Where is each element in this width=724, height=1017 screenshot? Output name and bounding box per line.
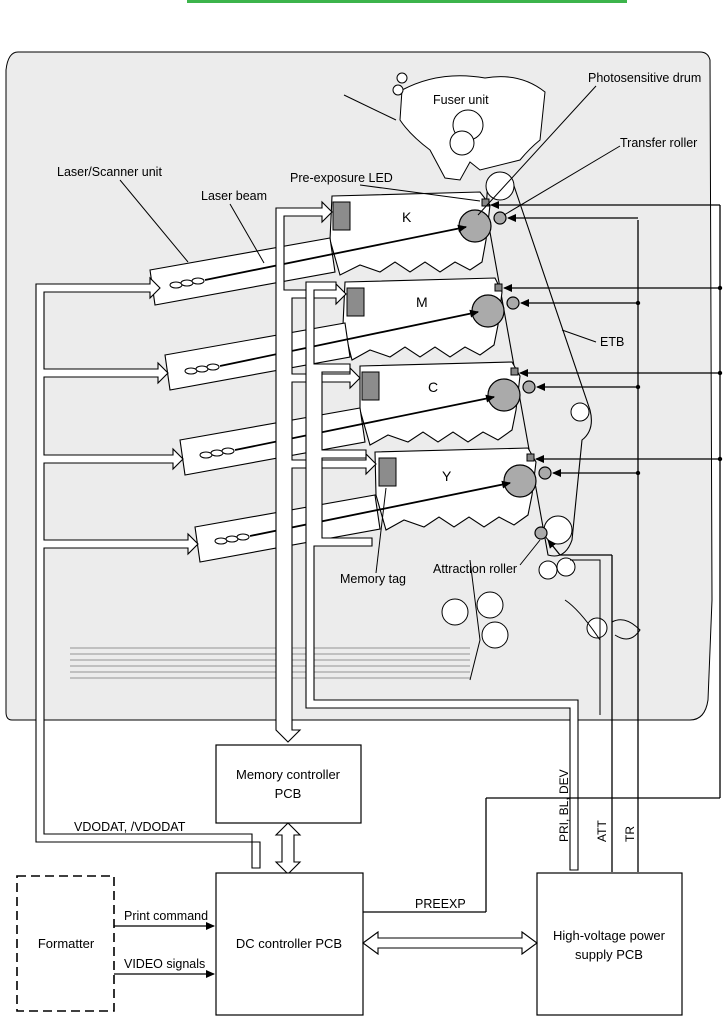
pickup-roller-1: [538, 560, 558, 580]
hv-power-supply-box: [536, 872, 683, 1016]
feed-roller-1: [441, 598, 469, 626]
header-bar: [187, 0, 627, 3]
memory-tag-bus: [275, 200, 579, 871]
fuser-unit-label: Fuser unit: [433, 93, 489, 107]
pri-bl-dev-label: PRI, BL, DEV: [557, 769, 571, 842]
print-command-label: Print command: [124, 909, 208, 923]
transfer-roller-c: [522, 380, 536, 394]
fuser-roller-bottom: [449, 130, 475, 156]
formatter-label: Formatter: [38, 936, 95, 951]
transfer-roller-y: [538, 466, 552, 480]
memory-controller-label-2: PCB: [275, 786, 302, 801]
laser-beam-label: Laser beam: [201, 189, 267, 203]
photosensitive-drum-k: [458, 209, 492, 243]
cartridge-y-label: Y: [442, 468, 452, 484]
etb-top-roller: [485, 171, 515, 201]
cartridge-m: M: [342, 277, 520, 361]
fuser-small-roller-2: [392, 84, 404, 96]
cartridge-k-label: K: [402, 209, 412, 225]
memory-tag-y: [378, 457, 397, 487]
vdodat-bus: [35, 276, 261, 869]
cartridge-k: K: [329, 191, 507, 276]
memory-tag-label: Memory tag: [340, 572, 406, 586]
memory-controller-label-1: Memory controller: [236, 767, 341, 782]
cartridge-c-label: C: [428, 379, 438, 395]
leader-lines: [119, 85, 621, 574]
etb-label: ETB: [600, 335, 624, 349]
hv-power-supply-label-1: High-voltage power: [553, 928, 666, 943]
cartridge-y: Y: [374, 447, 552, 531]
etb-right-roller: [570, 402, 590, 422]
pickup-roller-2: [556, 557, 576, 577]
dc-controller-box: [215, 872, 364, 1016]
photosensitive-drum-y: [503, 464, 537, 498]
video-signals-label: VIDEO signals: [124, 957, 205, 971]
tr-label: TR: [623, 826, 637, 842]
hv-control-lines: [362, 201, 723, 913]
transfer-roller-label: Transfer roller: [620, 136, 697, 150]
memory-tag-c: [361, 371, 380, 401]
laser-scanner-unit-label: Laser/Scanner unit: [57, 165, 162, 179]
mem-dc-bidirectional-bus: [274, 822, 302, 875]
photosensitive-drum-m: [471, 294, 505, 328]
memory-tag-m: [346, 287, 365, 317]
paper-tray-lines: [70, 647, 470, 679]
pre-exposure-led-k: [481, 198, 490, 207]
fuser-small-roller-1: [396, 72, 408, 84]
photosensitive-drum-c: [487, 378, 521, 412]
memory-tag-k: [332, 201, 351, 231]
pre-exposure-led-c: [510, 367, 519, 376]
pre-exposure-led-y: [526, 453, 535, 462]
preexp-label: PREEXP: [415, 897, 466, 911]
transfer-roller-k: [493, 211, 507, 225]
photosensitive-drum-label: Photosensitive drum: [588, 71, 701, 85]
etb-bottom-roller: [543, 515, 573, 545]
cartridge-c: C: [359, 361, 536, 446]
paper-guide: [564, 599, 641, 641]
cartridge-m-label: M: [416, 294, 428, 310]
hv-power-supply-label-2: supply PCB: [575, 947, 643, 962]
pre-exposure-led-m: [494, 283, 503, 292]
printer-body: [5, 51, 713, 721]
feed-roller-2: [476, 591, 504, 619]
attraction-roller: [534, 526, 548, 540]
feed-roller-3: [481, 621, 509, 649]
att-label: ATT: [595, 820, 609, 842]
feed-roller-4: [586, 617, 608, 639]
vdodat-label: VDODAT, /VDODAT: [74, 820, 186, 834]
attraction-roller-label: Attraction roller: [433, 562, 517, 576]
transfer-roller-m: [506, 296, 520, 310]
dc-controller-label: DC controller PCB: [236, 936, 342, 951]
formatter-box: [16, 875, 115, 1012]
pre-exposure-led-label: Pre-exposure LED: [290, 171, 393, 185]
dc-hv-bidirectional-bus: [362, 930, 538, 956]
memory-controller-box: [215, 744, 362, 824]
